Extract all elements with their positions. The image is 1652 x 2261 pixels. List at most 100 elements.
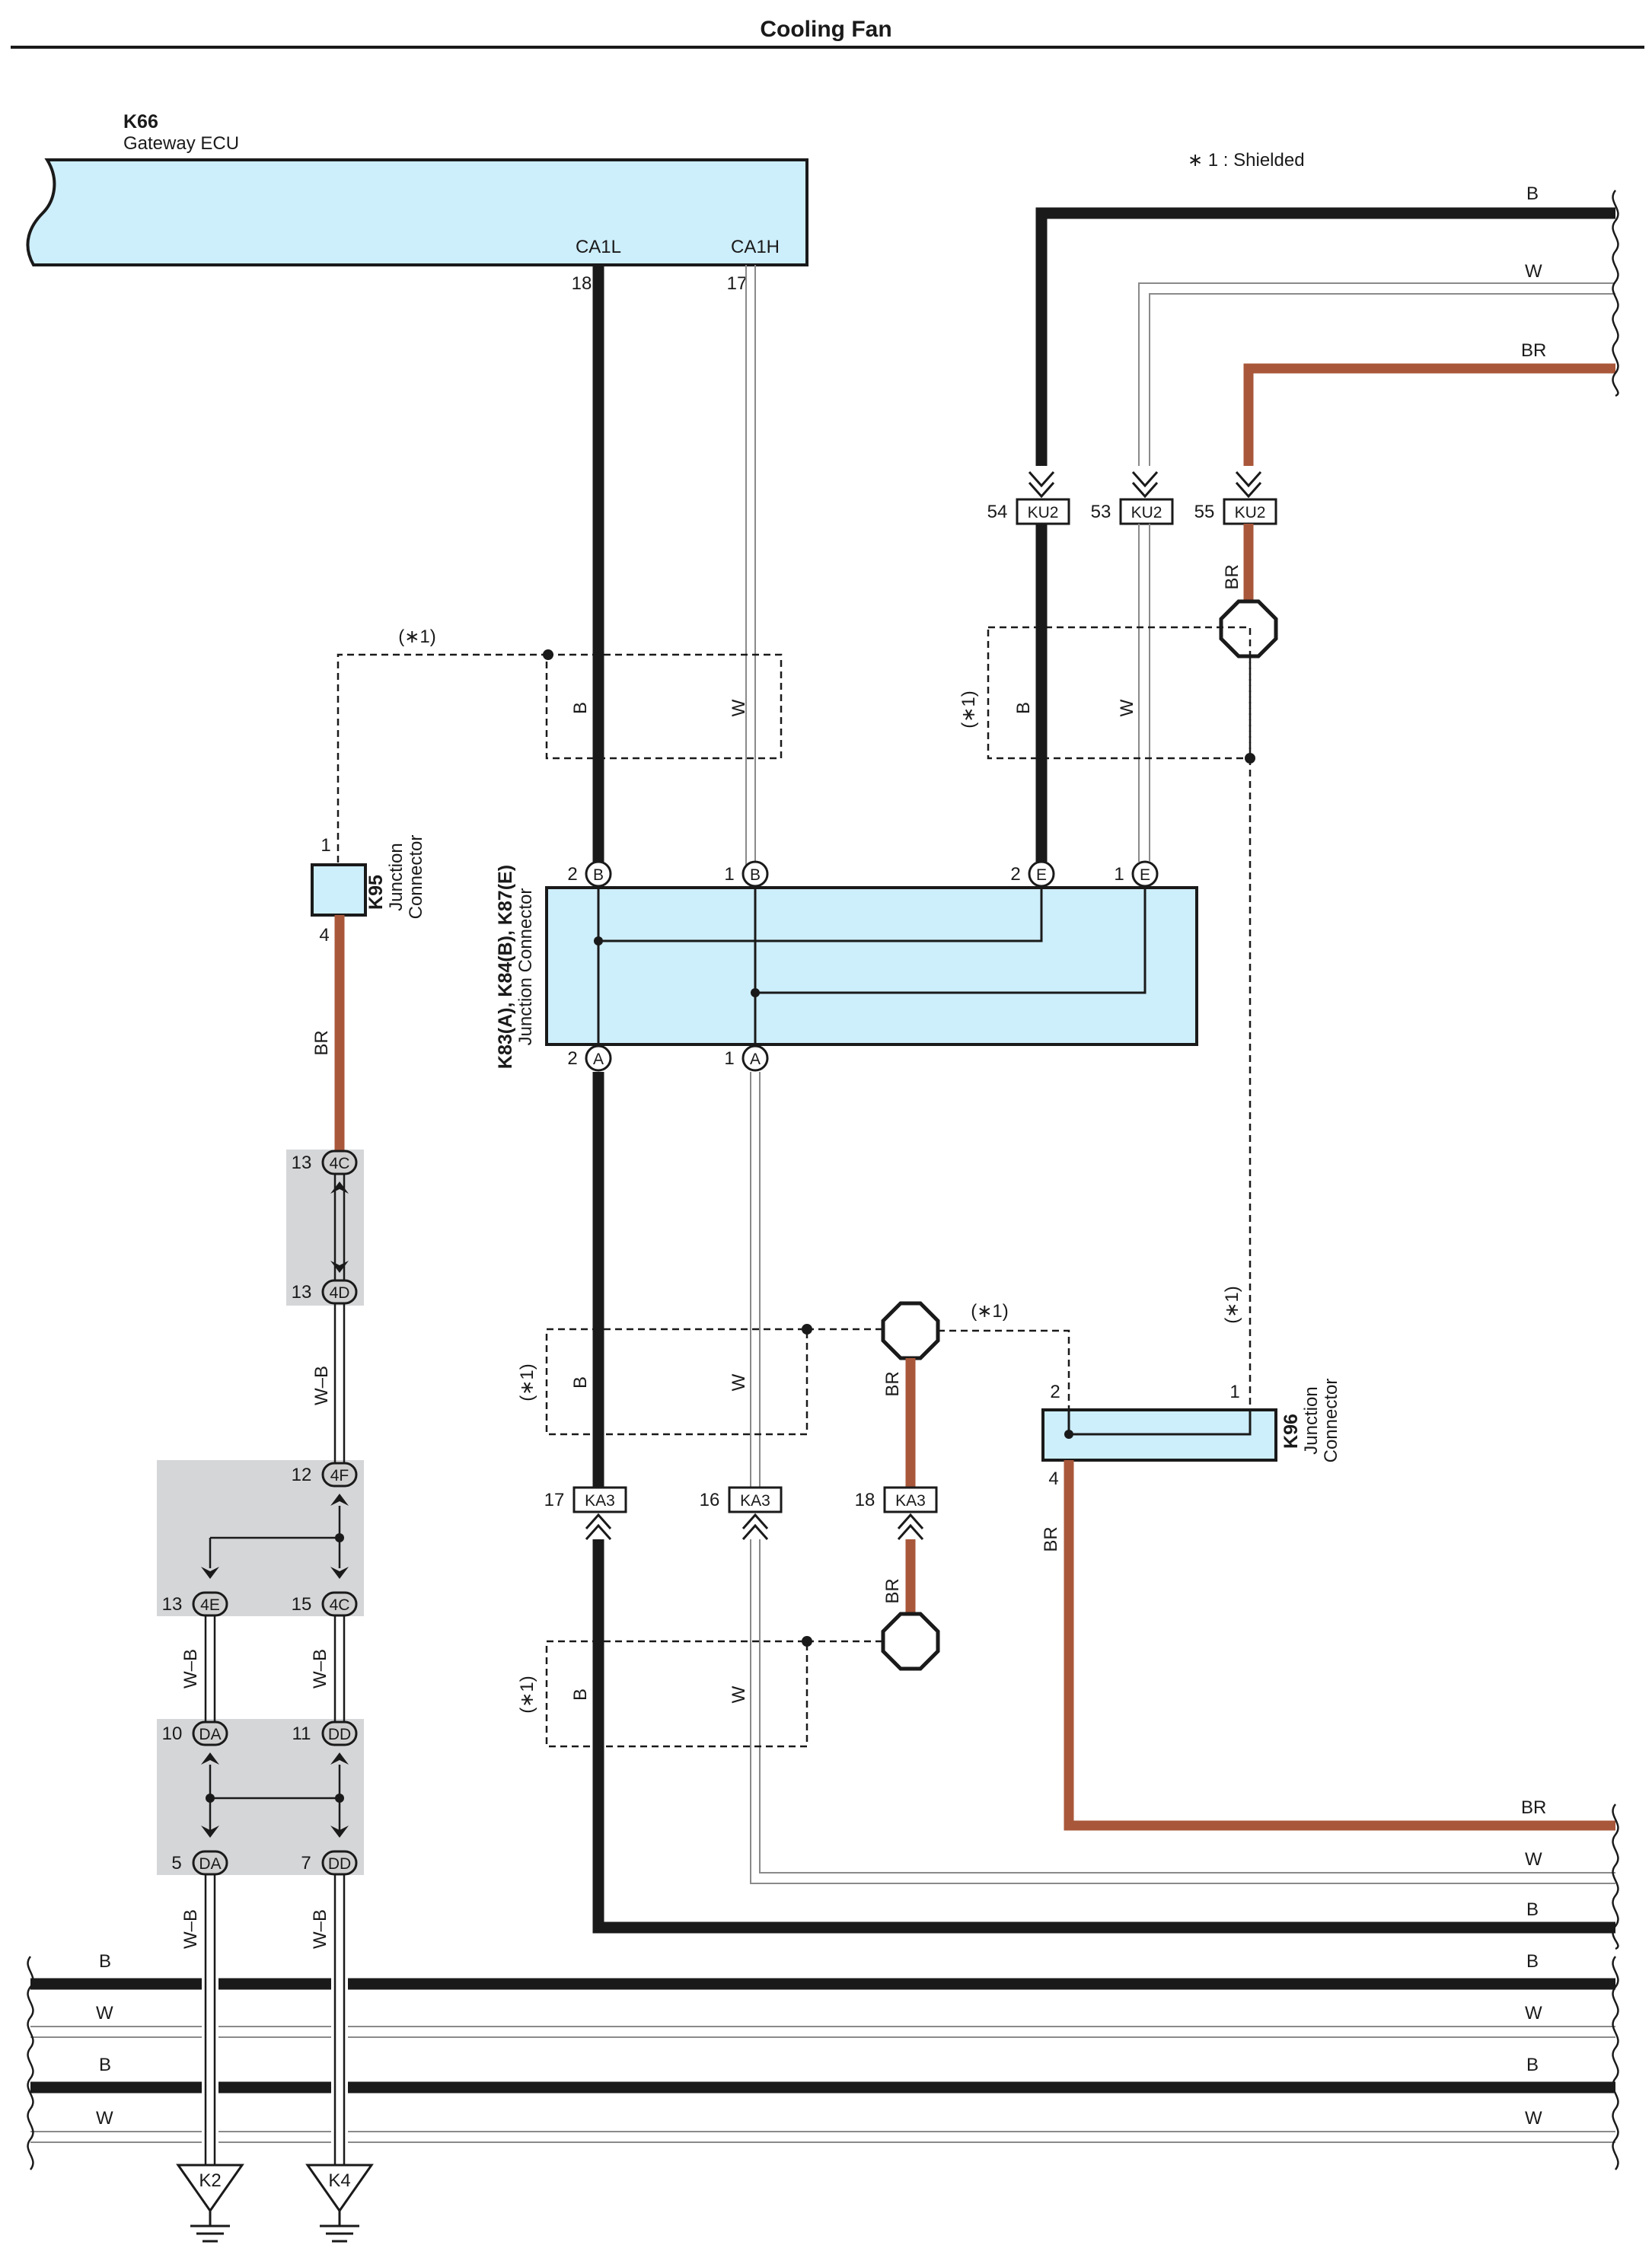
ku2-54-label: KU2 [1028, 504, 1059, 521]
shield-box-lower [545, 1640, 808, 1748]
ku2-54 [1016, 498, 1070, 525]
conn-4c-15 [321, 1591, 358, 1617]
ka3-17-label: KA3 [585, 1492, 615, 1510]
connector-bg-4c-4d [286, 1150, 364, 1306]
conn-da-5-label: DA [199, 1855, 221, 1873]
arrow-4c-up [330, 1182, 349, 1194]
conn-dd-11-label: DD [328, 1726, 351, 1743]
splice-dot-da [206, 1794, 215, 1803]
arrow-dd11-up [330, 1752, 349, 1765]
k96-code: K96 [1280, 1414, 1302, 1449]
bus-label-right-4: W [1525, 2108, 1542, 2129]
bus-label-left-3: B [99, 2055, 111, 2075]
main-pin-top-1-letter: B [593, 866, 604, 884]
shield-label-upper-right: (∗1) [958, 690, 979, 728]
main-pin-bottom-1-num: 2 [567, 1048, 577, 1069]
main-pin-top-4-letter: E [1140, 866, 1150, 884]
ka3-17-num: 17 [544, 1490, 565, 1510]
diagram-title: Cooling Fan [760, 17, 891, 42]
conn-4c-13 [321, 1150, 358, 1175]
right-top-break [1612, 190, 1619, 397]
arrow-4f-up [330, 1494, 349, 1506]
conn-4d-13-label: 4D [330, 1284, 350, 1302]
ka3-16 [728, 1486, 783, 1513]
bus-label-left-4: W [96, 2108, 113, 2129]
wire-w-bottom-right-b [759, 1539, 1615, 1874]
shield-label-mid-link: (∗1) [971, 1301, 1008, 1322]
shield-b-label-1: B [570, 702, 591, 714]
wb-label-4: W–B [180, 1909, 201, 1949]
bus-label-right-2: W [1525, 2003, 1542, 2023]
k96-pin-4: 4 [1048, 1469, 1058, 1489]
ku2-55 [1223, 498, 1277, 525]
main-pin-top-4-num: 1 [1114, 864, 1124, 885]
right-top-label-b: B [1526, 183, 1539, 204]
k96-name-2: Connector [1321, 1379, 1341, 1463]
wb-label-2: W–B [180, 1649, 201, 1689]
ku2-54-num: 54 [987, 502, 1008, 522]
shielded-note: ∗ 1 : Shielded [1188, 150, 1305, 171]
ka3-18-num: 18 [855, 1490, 875, 1510]
main-pin-bottom-2 [741, 1044, 769, 1072]
ku2-55-label: KU2 [1235, 504, 1266, 521]
arrow-4d-down [330, 1261, 349, 1273]
conn-4d-13-num: 13 [292, 1282, 312, 1303]
k95-name-1: Junction [386, 843, 407, 910]
shield-box-upper-left [545, 653, 783, 760]
ecu-name: Gateway ECU [123, 133, 239, 154]
main-pin-top-2 [741, 860, 769, 888]
wire-w-bottom-right-a [750, 1539, 1615, 1884]
conn-da-5-num: 5 [171, 1853, 181, 1874]
conn-4e-13 [192, 1591, 228, 1617]
shield-b-label-3: B [570, 1376, 591, 1389]
ka3-18 [883, 1486, 938, 1513]
ecu-pin-ca1h: CA1H [731, 237, 780, 257]
shield-ground-splice-lower [881, 1612, 940, 1671]
conn-dd-7-num: 7 [301, 1853, 311, 1874]
shield-label-k96: (∗1) [1222, 1286, 1242, 1323]
wb-label-5: W–B [310, 1909, 330, 1949]
main-junction-name: Junction Connector [515, 888, 536, 1046]
main-junction-codes: K83(A), K84(B), K87(E) [495, 865, 516, 1069]
main-junction-internal [594, 888, 1147, 1044]
bus-label-right-3: B [1526, 2055, 1539, 2075]
main-pin-bottom-1 [585, 1044, 612, 1072]
main-pin-top-2-letter: B [750, 866, 761, 884]
conn-dd-7-label: DD [328, 1855, 351, 1873]
ka3-arrows [585, 1513, 924, 1540]
ka3-16-label: KA3 [740, 1492, 770, 1510]
conn-da-5 [192, 1850, 228, 1876]
conn-4f-12-label: 4F [330, 1467, 349, 1484]
conn-dd-11 [321, 1720, 358, 1746]
shield-label-lower: (∗1) [517, 1676, 537, 1713]
arrow-4c15-down [330, 1567, 349, 1579]
main-pin-top-1 [585, 860, 612, 888]
ku2-53 [1119, 498, 1174, 525]
main-junction-connector [545, 886, 1198, 1046]
gateway-ecu-box [26, 158, 808, 266]
br-label-lower: BR [882, 1578, 903, 1603]
arrow-da10-up [201, 1752, 219, 1765]
arrow-dd7-down [330, 1826, 349, 1838]
ground-wires [202, 1874, 348, 2165]
wire-w-right-top-a [1138, 282, 1615, 466]
bus-lines [27, 1956, 1619, 2170]
main-pin-bottom-2-letter: A [750, 1051, 761, 1068]
conn-da-10 [192, 1720, 228, 1746]
right-top-label-w: W [1525, 261, 1542, 282]
ecu-pin-ca1l: CA1L [576, 237, 621, 257]
shield-drain-k95 [336, 653, 548, 865]
main-pin-top-3-num: 2 [1010, 864, 1020, 885]
shield-box-upper-right [987, 626, 1252, 760]
right-top-label-br: BR [1521, 340, 1546, 361]
ka3-18-label: KA3 [895, 1492, 926, 1510]
splice-dot-dd [335, 1794, 344, 1803]
shield-label-k95: (∗1) [398, 627, 435, 647]
wb-label-1: W–B [311, 1366, 332, 1405]
k95-code: K95 [365, 875, 387, 910]
right-bottom-label-b: B [1526, 1899, 1539, 1920]
shield-b-label-4: B [570, 1689, 591, 1701]
conn-4e-13-label: 4E [200, 1596, 220, 1614]
ka3-17 [572, 1486, 627, 1513]
ku2-53-num: 53 [1091, 502, 1111, 522]
